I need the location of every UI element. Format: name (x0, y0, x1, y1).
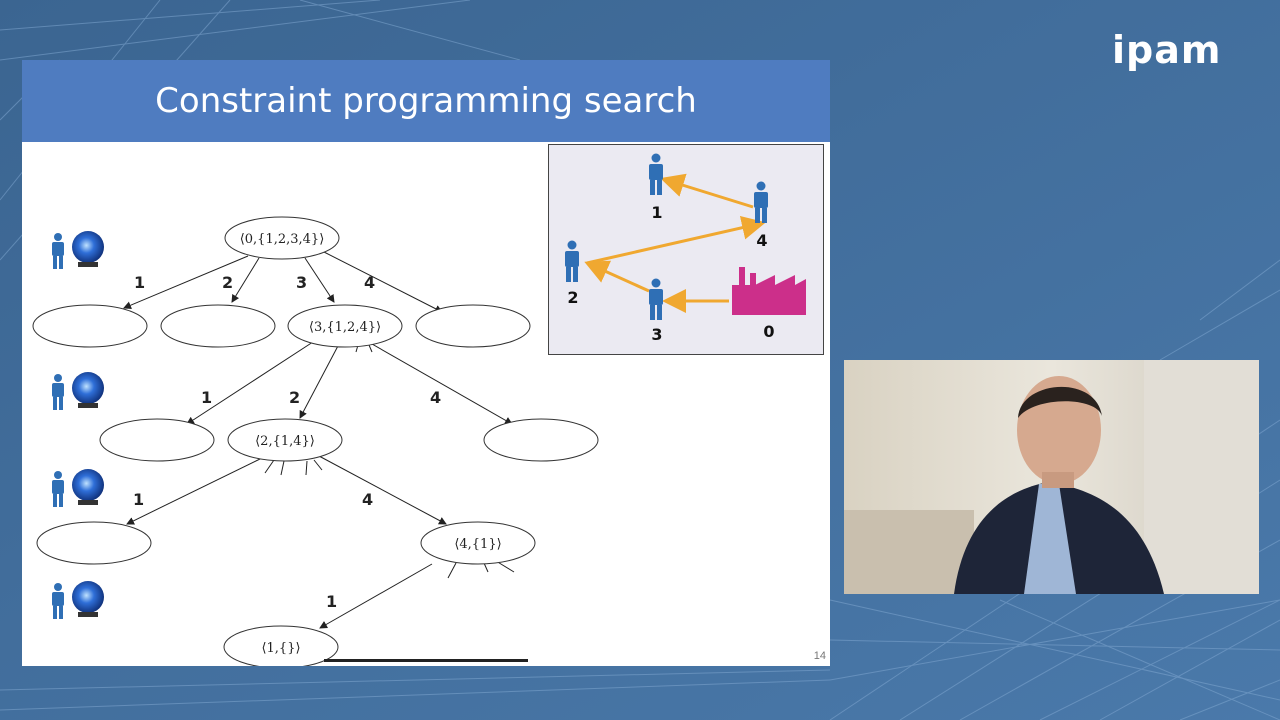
tree-node-level1-label: ⟨3,{1,2,4}⟩ (309, 320, 381, 335)
tree-node-level2-label: ⟨2,{1,4}⟩ (255, 434, 315, 449)
oracle-icon-level2 (52, 372, 104, 410)
tree-node-empty (99, 418, 215, 462)
tree-node-level3-label: ⟨4,{1}⟩ (454, 537, 501, 552)
person-icon (649, 153, 663, 195)
slide-scroll-indicator (324, 659, 528, 662)
node-label-2: 2 (567, 288, 578, 307)
tree-node-empty (160, 304, 276, 348)
oracle-icon-level3 (52, 469, 104, 507)
tree-node-level4-label: ⟨1,{}⟩ (261, 641, 300, 656)
tree-node-empty (36, 521, 152, 565)
tree-node-empty (415, 304, 531, 348)
logo-text: ipam (1112, 28, 1222, 72)
factory-icon (732, 267, 806, 315)
person-icon (649, 278, 663, 320)
search-tree-diagram: 1 2 3 4 1 2 4 1 4 1 ⟨0,{1,2, (32, 216, 599, 666)
person-icon (754, 181, 768, 223)
edge-label: 4 (430, 388, 441, 407)
slide-header: Constraint programming search (22, 60, 830, 142)
tree-node-root-label: ⟨0,{1,2,3,4}⟩ (240, 232, 325, 247)
tree-node-level2 (227, 418, 343, 462)
tree-node-empty (32, 304, 148, 348)
slide: Constraint programming search (22, 60, 830, 666)
edge-label: 2 (222, 273, 233, 292)
oracle-icon-level1 (52, 231, 104, 269)
page-number: 14 (813, 650, 826, 662)
tree-node-level4 (223, 625, 339, 666)
tree-node-level3 (420, 521, 536, 565)
routing-inset: 1 4 2 3 0 (548, 144, 824, 355)
node-label-4: 4 (756, 231, 767, 250)
tree-node-level1 (287, 304, 403, 348)
tree-node-empty (483, 418, 599, 462)
node-label-3: 3 (651, 325, 662, 344)
person-icon (565, 240, 579, 282)
ipam-logo: ipam (1112, 28, 1227, 80)
edge-label: 1 (134, 273, 145, 292)
edge-label: 1 (326, 592, 337, 611)
edge-label: 4 (362, 490, 373, 509)
routing-diagram: 1 4 2 3 0 (565, 153, 806, 344)
edge-label: 3 (296, 273, 307, 292)
node-label-0: 0 (763, 322, 774, 341)
node-label-1: 1 (651, 203, 662, 222)
oracle-icon-level4 (52, 581, 104, 619)
edge-label: 1 (133, 490, 144, 509)
slide-title: Constraint programming search (155, 81, 697, 121)
edge-label: 2 (289, 388, 300, 407)
tree-node-root (224, 216, 340, 260)
speaker-webcam (844, 360, 1259, 594)
edge-label: 4 (364, 273, 375, 292)
edge-label: 1 (201, 388, 212, 407)
